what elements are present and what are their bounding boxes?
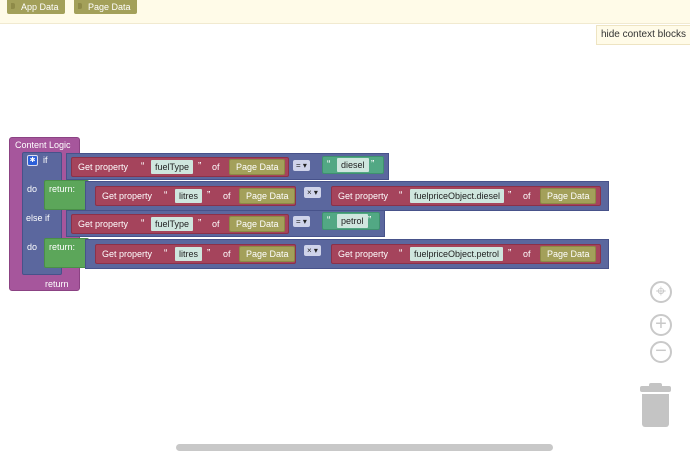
page-data-block[interactable]: [540, 188, 596, 204]
page-data-label: Page Data: [236, 162, 279, 172]
app-data-tab[interactable]: App Data: [7, 0, 65, 14]
page-data-label: Page Data: [236, 219, 279, 229]
trash-lid: [640, 386, 671, 392]
of-label: of: [523, 249, 531, 259]
quote-open: “: [399, 190, 403, 201]
if-else-block[interactable]: [22, 152, 62, 275]
trash-handle: [649, 383, 662, 387]
quote-close: ”: [371, 159, 375, 170]
quote-open: “: [327, 159, 331, 170]
property-name-field[interactable]: fuelpriceObject.petrol: [410, 247, 504, 261]
get-property-label: Get property: [338, 249, 389, 259]
operator-dropdown[interactable]: × ▾: [304, 245, 321, 256]
page-data-block[interactable]: [239, 188, 295, 204]
page-data-block[interactable]: [229, 216, 285, 232]
of-label: of: [212, 219, 220, 229]
text-value-field[interactable]: petrol: [337, 214, 368, 228]
return-label: return:: [49, 184, 76, 194]
page-data-block[interactable]: [540, 246, 596, 262]
property-name-field[interactable]: fuelType: [151, 160, 194, 174]
page-data-tab[interactable]: Page Data: [74, 0, 137, 14]
of-label: of: [223, 249, 231, 259]
return-block[interactable]: [44, 238, 89, 268]
property-name-field[interactable]: litres: [175, 247, 203, 261]
of-label: of: [212, 162, 220, 172]
zoom-out-icon[interactable]: −: [650, 341, 672, 363]
operator-dropdown[interactable]: × ▾: [304, 187, 321, 198]
quote-open: “: [164, 248, 168, 259]
text-value-field[interactable]: diesel: [337, 158, 369, 172]
return-block[interactable]: [44, 180, 89, 210]
quote-open: “: [399, 248, 403, 259]
else-if-label: else if: [26, 213, 50, 223]
quote-close: ”: [368, 215, 372, 226]
quote-close: ”: [198, 218, 202, 229]
return-label: return: [45, 279, 69, 289]
quote-open: “: [164, 190, 168, 201]
gear-icon[interactable]: ✱: [27, 155, 38, 166]
quote-close: ”: [207, 190, 211, 201]
of-label: of: [523, 191, 531, 201]
do-label-2: do: [27, 242, 38, 252]
zoom-in-icon[interactable]: +: [650, 314, 672, 336]
property-name-field[interactable]: fuelpriceObject.diesel: [410, 189, 505, 203]
content-logic-label: Content Logic: [15, 140, 71, 150]
quote-close: ”: [508, 190, 512, 201]
quote-open: “: [141, 161, 145, 172]
page-data-label: Page Data: [547, 191, 590, 201]
page-data-label: Page Data: [246, 191, 289, 201]
quote-close: ”: [508, 248, 512, 259]
recenter-icon[interactable]: ⌖: [650, 281, 672, 303]
hide-context-blocks-button[interactable]: hide context blocks: [595, 25, 690, 45]
get-property-label: Get property: [102, 249, 153, 259]
page-data-block[interactable]: [229, 159, 285, 175]
page-data-block[interactable]: [239, 246, 295, 262]
get-property-label: Get property: [338, 191, 389, 201]
operator-dropdown[interactable]: = ▾: [293, 160, 310, 171]
horizontal-scrollbar[interactable]: [176, 444, 553, 451]
quote-open: “: [141, 218, 145, 229]
context-toolbar: App Data Page Data: [0, 0, 690, 24]
property-name-field[interactable]: litres: [175, 189, 203, 203]
page-data-label: Page Data: [547, 249, 590, 259]
trash-body: [642, 394, 669, 427]
if-label: if: [43, 155, 48, 165]
operator-dropdown[interactable]: = ▾: [293, 216, 310, 227]
quote-close: ”: [207, 248, 211, 259]
page-data-label: Page Data: [246, 249, 289, 259]
quote-open: “: [327, 215, 331, 226]
quote-close: ”: [198, 161, 202, 172]
property-name-field[interactable]: fuelType: [151, 217, 194, 231]
of-label: of: [223, 191, 231, 201]
return-label: return:: [49, 242, 76, 252]
do-label: do: [27, 184, 38, 194]
get-property-label: Get property: [78, 219, 129, 229]
get-property-label: Get property: [78, 162, 129, 172]
get-property-label: Get property: [102, 191, 153, 201]
